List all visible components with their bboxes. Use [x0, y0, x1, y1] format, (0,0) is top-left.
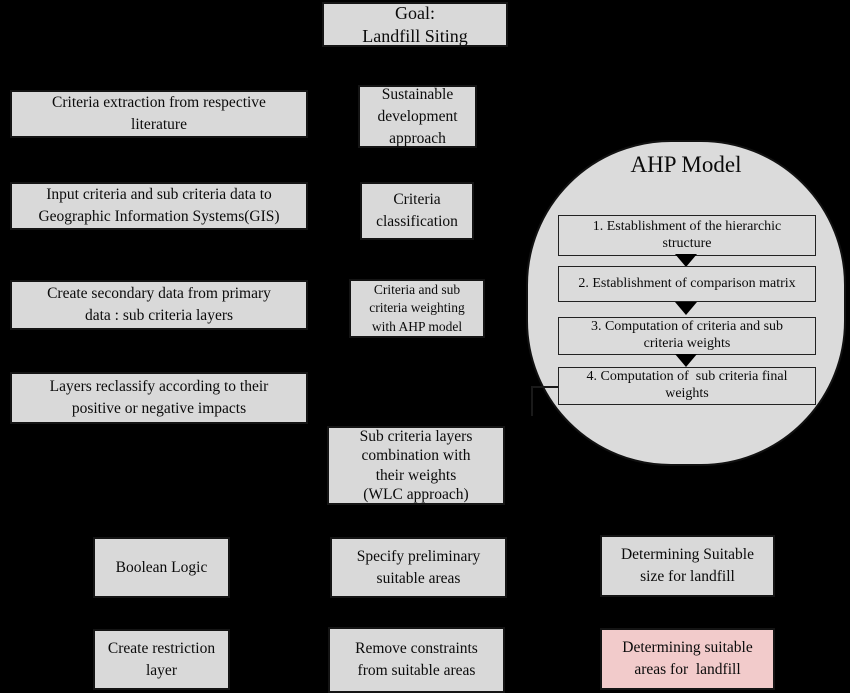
remove-constraints-box: Remove constraints from suitable areas — [328, 627, 505, 693]
criteria-weighting-box: Criteria and sub criteria weighting with… — [349, 279, 485, 338]
restriction-layer-box: Create restriction layer — [93, 629, 230, 690]
specify-preliminary-box: Specify preliminary suitable areas — [330, 537, 507, 598]
sustainable-approach-box: Sustainable development approach — [358, 85, 477, 148]
ahp-step-4-box: 4. Computation of sub criteria final wei… — [558, 367, 816, 405]
wlc-combination-box: Sub criteria layers combination with the… — [327, 426, 505, 505]
boolean-logic-box: Boolean Logic — [93, 537, 230, 598]
goal-box: Goal: Landfill Siting — [322, 2, 508, 47]
layers-reclassify-box: Layers reclassify according to their pos… — [10, 372, 308, 424]
secondary-data-box: Create secondary data from primary data … — [10, 280, 308, 330]
criteria-classification-box: Criteria classification — [360, 182, 474, 240]
ahp-step-2-box: 2. Establishment of comparison matrix — [558, 266, 816, 302]
input-criteria-gis-box: Input criteria and sub criteria data to … — [10, 182, 308, 230]
arrow-down-icon — [675, 302, 697, 315]
suitable-areas-box: Determining suitable areas for landfill — [600, 628, 775, 690]
elbow-connector — [531, 386, 558, 388]
arrow-down-icon — [675, 354, 697, 367]
ahp-model-title: AHP Model — [630, 152, 742, 177]
ahp-step-1-box: 1. Establishment of the hierarchic struc… — [558, 215, 816, 256]
suitable-size-box: Determining Suitable size for landfill — [600, 535, 775, 597]
ahp-step-3-box: 3. Computation of criteria and sub crite… — [558, 317, 816, 355]
criteria-extraction-box: Criteria extraction from respective lite… — [10, 90, 308, 138]
arrow-down-icon — [675, 254, 697, 267]
elbow-connector — [531, 386, 533, 416]
